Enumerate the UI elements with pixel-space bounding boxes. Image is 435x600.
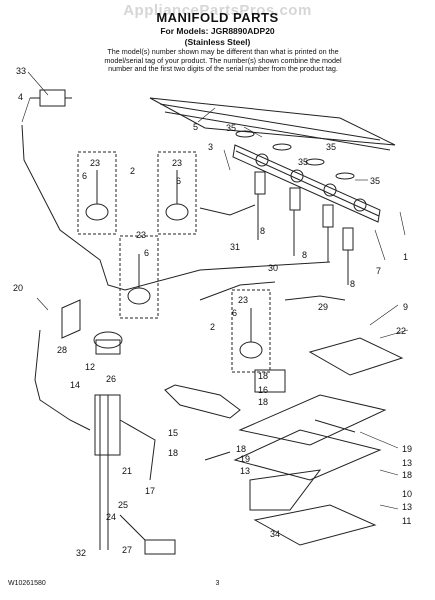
callout-5: 5 <box>193 122 198 132</box>
callout-30: 30 <box>268 263 278 273</box>
callout-6: 6 <box>82 171 87 181</box>
pipe-29 <box>284 295 346 301</box>
callout-26: 26 <box>106 374 116 384</box>
callout-35: 35 <box>226 123 236 133</box>
callout-layer: 33 4 5 35 3 35 35 35 23 6 2 23 6 23 6 31… <box>13 66 412 558</box>
callout-35: 35 <box>298 157 308 167</box>
exploded-parts-diagram: 33 4 5 35 3 35 35 35 23 6 2 23 6 23 6 31… <box>13 66 412 558</box>
callout-28: 28 <box>57 345 67 355</box>
callout-34: 34 <box>270 529 280 539</box>
watermark: AppliancePartsPros.com <box>123 2 312 19</box>
leader-lines <box>21 71 409 510</box>
lower-manifold <box>164 369 286 419</box>
callout-6: 6 <box>144 248 149 258</box>
burner-orifice <box>85 170 263 359</box>
page-number: 3 <box>215 580 220 587</box>
burner-group-outline <box>77 151 271 373</box>
callout-7: 7 <box>376 266 381 276</box>
callout-11: 11 <box>402 516 411 526</box>
callout-27: 27 <box>122 545 132 555</box>
bracket-28 <box>61 299 81 339</box>
callout-23: 23 <box>90 158 100 168</box>
callout-6: 6 <box>232 308 237 318</box>
manifold-bar <box>149 97 396 151</box>
hose-fitting <box>119 514 176 555</box>
callout-3: 3 <box>208 142 213 152</box>
callout-18: 18 <box>402 470 412 480</box>
valve-assembly <box>254 171 354 285</box>
callout-2: 2 <box>130 166 135 176</box>
callout-1: 1 <box>403 252 408 262</box>
callout-23: 23 <box>238 295 248 305</box>
callout-20: 20 <box>13 283 23 293</box>
ignitor-lead <box>204 419 356 461</box>
pipe-31 <box>199 204 256 216</box>
tube-14 <box>34 329 91 431</box>
callout-6: 6 <box>176 176 181 186</box>
callout-13: 13 <box>402 502 412 512</box>
callout-18: 18 <box>258 371 268 381</box>
callout-17: 17 <box>145 486 155 496</box>
callout-16: 16 <box>258 385 268 395</box>
note-line: model/serial tag of your product. The nu… <box>104 55 342 65</box>
side-rail <box>94 394 156 550</box>
finish-line: (Stainless Steel) <box>184 37 251 47</box>
callout-33: 33 <box>16 66 26 76</box>
callout-35: 35 <box>326 142 336 152</box>
callout-19: 19 <box>240 454 250 464</box>
callout-13: 13 <box>240 466 250 476</box>
callout-32: 32 <box>76 548 86 558</box>
note-line: The model(s) number shown may be differe… <box>107 47 339 56</box>
page-title: MANIFOLD PARTS <box>156 10 279 25</box>
heat-shield <box>308 337 404 376</box>
callout-18: 18 <box>258 397 268 407</box>
callout-18: 18 <box>236 444 246 454</box>
callout-31: 31 <box>230 242 240 252</box>
callout-13: 13 <box>402 458 412 468</box>
callout-21: 21 <box>122 466 132 476</box>
callout-18: 18 <box>168 448 178 458</box>
callout-35: 35 <box>370 176 380 186</box>
supply-tube <box>21 124 331 291</box>
pressure-regulator <box>93 331 123 355</box>
callout-22: 22 <box>396 326 406 336</box>
callout-10: 10 <box>402 489 412 499</box>
callout-25: 25 <box>118 500 128 510</box>
callout-8: 8 <box>260 226 265 236</box>
callout-23: 23 <box>172 158 182 168</box>
pipe-connector <box>199 281 276 301</box>
fitting-bracket <box>30 89 72 107</box>
lower-burner-tube <box>233 394 387 511</box>
bottom-pan <box>253 504 377 546</box>
model-note: The model(s) number shown may be differe… <box>88 47 358 74</box>
callout-2: 2 <box>210 322 215 332</box>
callout-4: 4 <box>18 92 23 102</box>
callout-24: 24 <box>106 512 116 522</box>
callout-15: 15 <box>168 428 178 438</box>
model-line: For Models: JGR8890ADP20 <box>160 26 275 36</box>
document-code: W10261580 <box>8 580 46 587</box>
callout-14: 14 <box>70 380 80 390</box>
callout-8: 8 <box>302 250 307 260</box>
callout-12: 12 <box>85 362 95 372</box>
main-manifold <box>232 130 381 223</box>
callout-8: 8 <box>350 279 355 289</box>
callout-9: 9 <box>403 302 408 312</box>
callout-29: 29 <box>318 302 328 312</box>
callout-19: 19 <box>402 444 412 454</box>
callout-23: 23 <box>136 230 146 240</box>
note-line: number and the first two digits of the s… <box>108 64 338 74</box>
